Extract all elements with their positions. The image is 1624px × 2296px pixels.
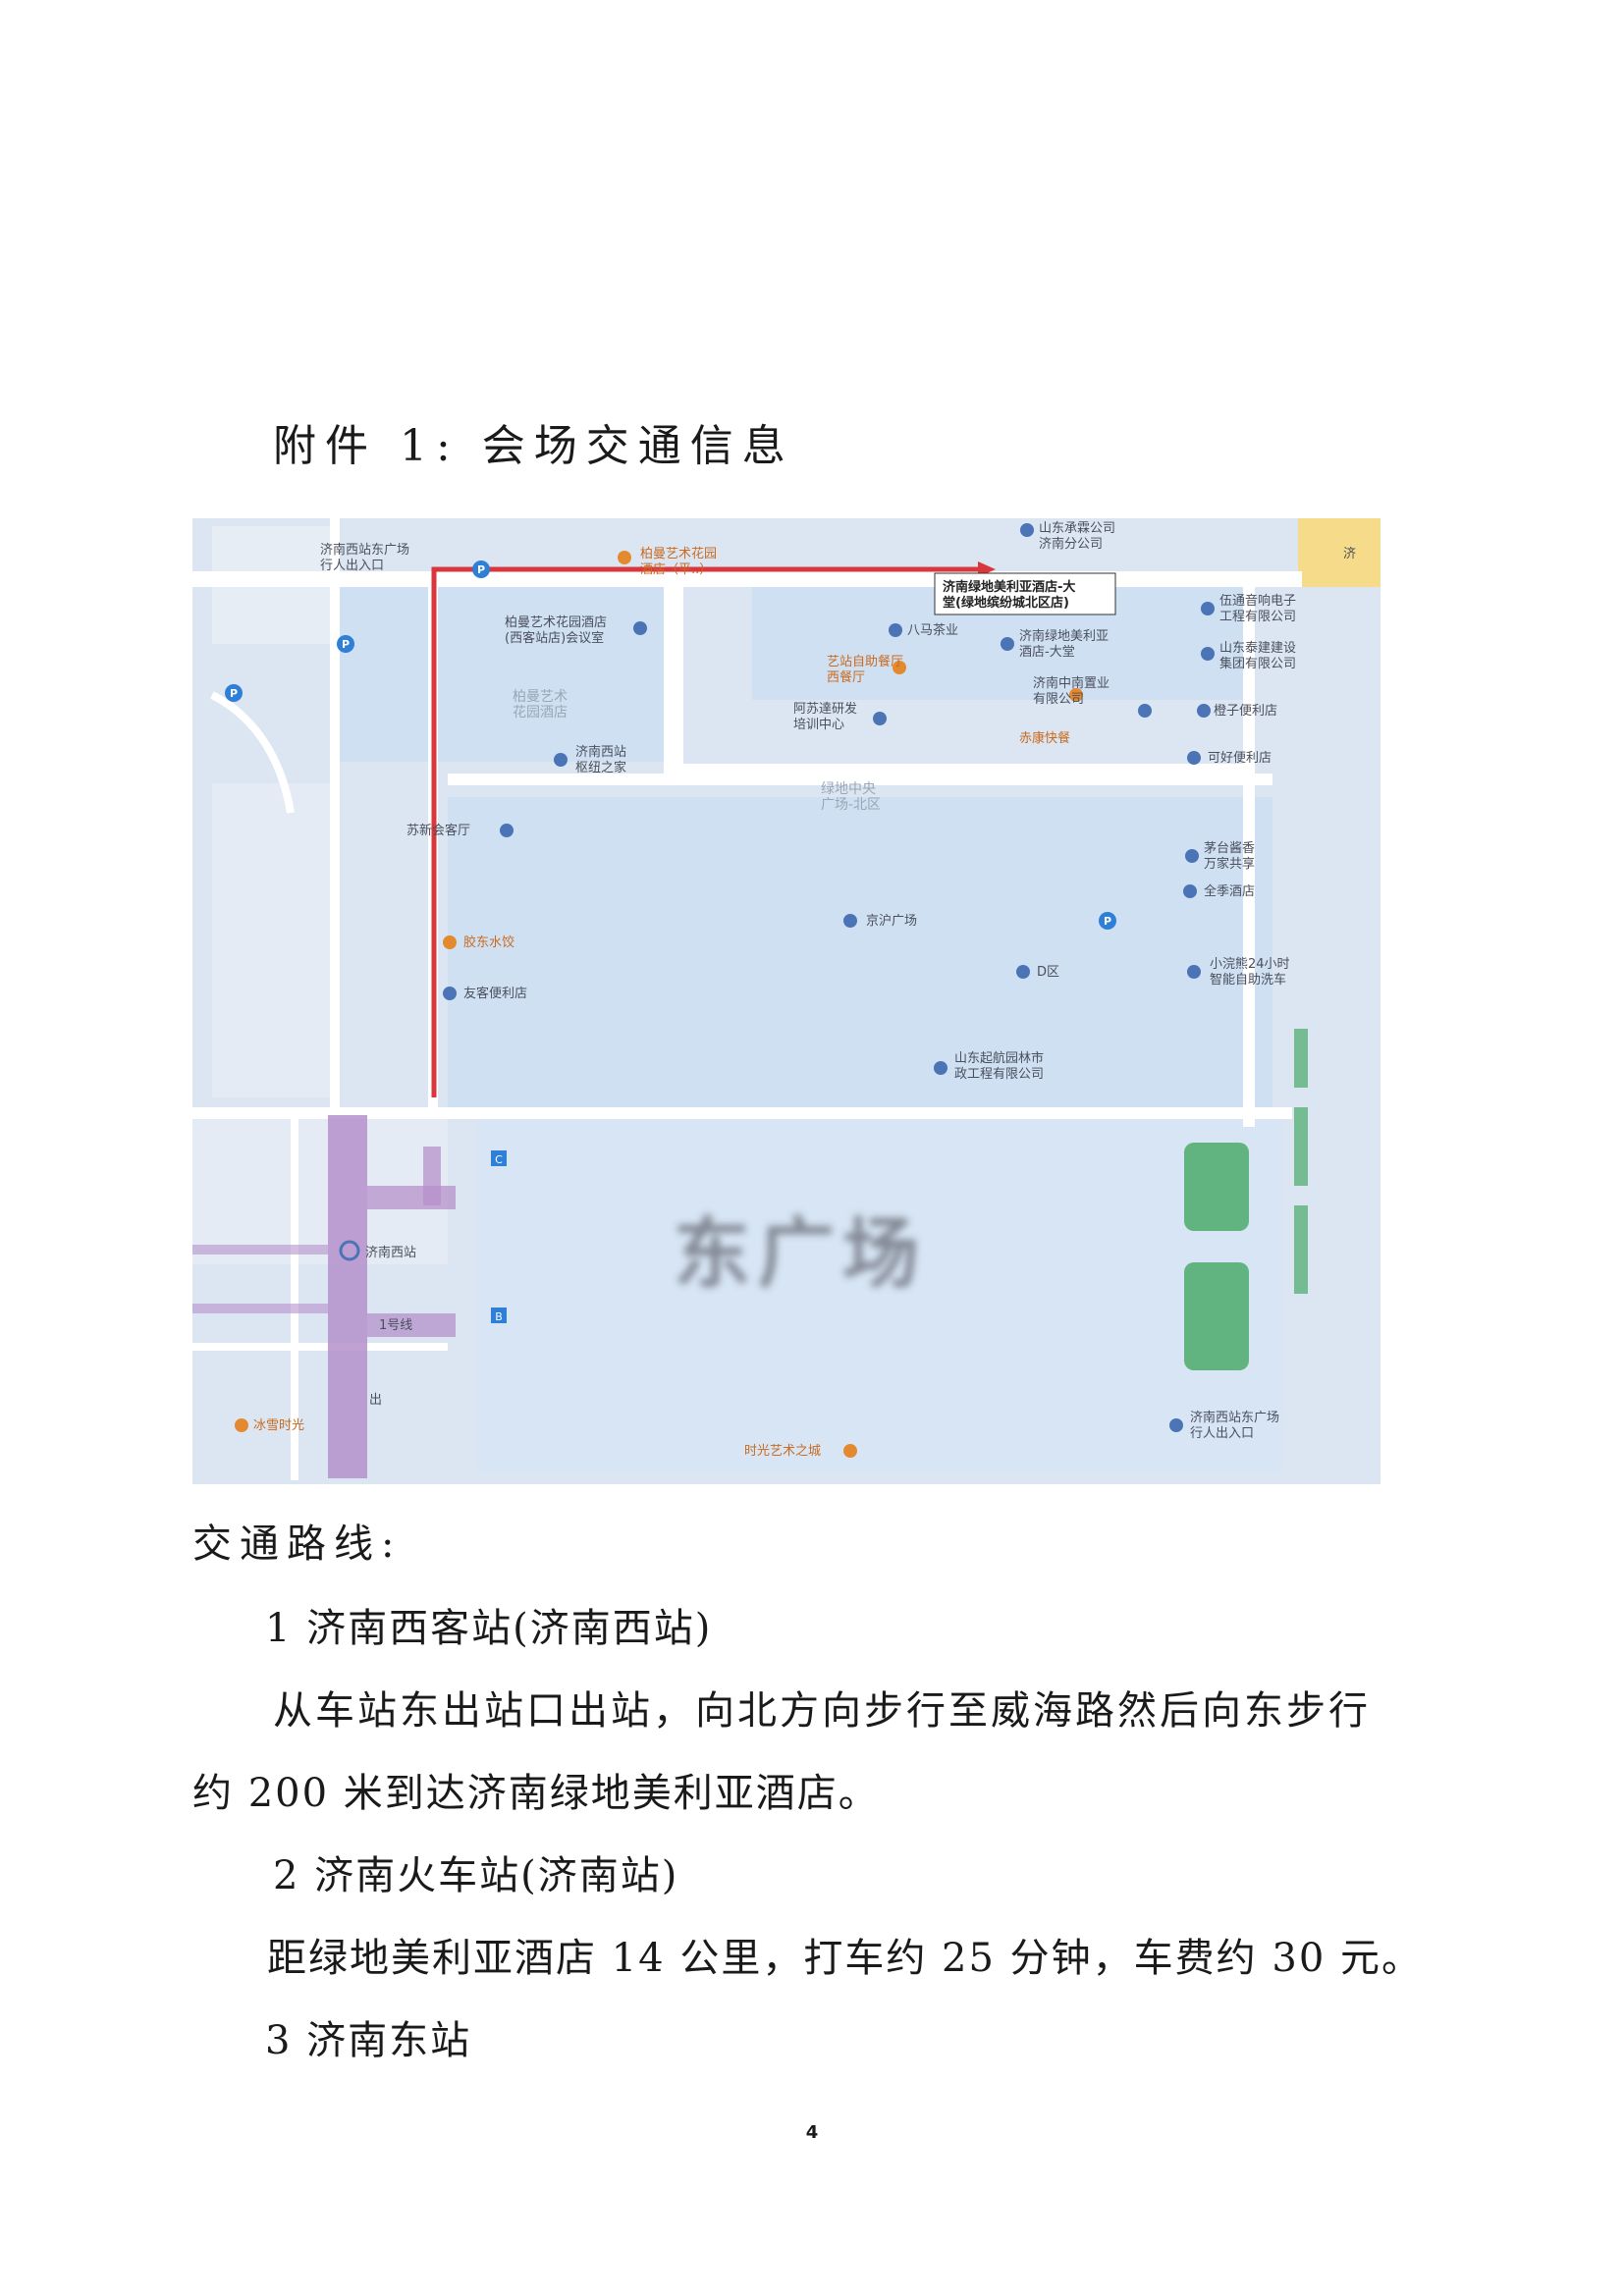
railway-station-icon: [339, 1240, 360, 1261]
label-chikang: 赤康快餐: [1019, 730, 1070, 746]
svg-text:P: P: [1104, 915, 1111, 928]
restaurant-pin-icon: [235, 551, 1083, 1458]
route-1-title: 1 济南西客站(济南西站): [265, 1606, 713, 1651]
highway-corner: [1298, 518, 1380, 587]
svg-text:P: P: [477, 563, 485, 576]
svg-text:P: P: [342, 638, 350, 651]
label-greenland-lobby: 济南绿地美利亚酒店-大堂: [1019, 628, 1109, 660]
route-section-title: 交通路线:: [192, 1522, 403, 1567]
label-jinghu: 京沪广场: [866, 913, 917, 929]
map-canvas: P P P P C B 济南西站东广场行人出入口 柏曼艺术花园酒店（平..） 山东承霖…: [192, 518, 1380, 1484]
label-shandong-chengxiang: 山东承霖公司济南分公司: [1039, 521, 1115, 552]
label-east-square: 东广场: [674, 1210, 927, 1299]
route-2-desc: 距绿地美利亚酒店 14 公里，打车约 25 分钟，车费约 30 元。: [267, 1936, 1423, 1981]
east-square-block: [477, 1119, 1282, 1472]
label-bama-tea: 八马茶业: [907, 622, 958, 638]
poi-pin-icon: [443, 523, 1215, 1432]
parking-icon: [225, 561, 1116, 930]
route-3-title: 3 济南东站: [265, 2018, 472, 2063]
label-juhe: 伍通音响电子工程有限公司: [1219, 593, 1296, 624]
label-chengzi: 橙子便利店: [1214, 704, 1277, 719]
label-quanji: 全季酒店: [1204, 883, 1255, 899]
walking-route: [431, 566, 978, 1097]
page-number: 4: [805, 2122, 819, 2143]
svg-text:B: B: [495, 1310, 503, 1323]
label-destination: 济南绿地美利亚酒店-大堂(绿地缤纷城北区店): [943, 579, 1075, 611]
venue-map: P P P P C B 济南西站东广场行人出入口 柏曼艺术花园酒店（平..） 山东承霖…: [192, 518, 1380, 1484]
route-2-title: 2 济南火车站(济南站): [273, 1853, 679, 1898]
route-1-desc-line1: 从车站东出站口出站，向北方向步行至威海路然后向东步行: [273, 1688, 1371, 1734]
label-zhongnan: 济南中南置业有限公司: [1033, 675, 1110, 707]
park-north: [1184, 1143, 1249, 1231]
label-jinan-west: 济南西站: [365, 1245, 416, 1260]
label-bailiman-road: 柏曼艺术花园酒店（平..）: [640, 546, 717, 577]
label-youke: 友客便利店: [463, 986, 527, 1001]
label-shandong-construction: 山东泰建建设集团有限公司: [1219, 641, 1296, 671]
svg-text:P: P: [230, 687, 238, 700]
entry-c-marker: [491, 1150, 507, 1166]
label-sujinhui: 苏新会客厅: [406, 823, 470, 838]
label-pedestrian-entrance-bottom: 济南西站东广场行人出入口: [1190, 1410, 1279, 1441]
label-shiguang: 时光艺术之城: [744, 1444, 821, 1459]
label-line1: 1号线: [379, 1318, 412, 1333]
label-carwash: 小浣熊24小时智能自助洗车: [1210, 956, 1290, 988]
park-south: [1184, 1262, 1249, 1370]
label-pedestrian-entrance-top: 济南西站东广场行人出入口: [320, 542, 409, 573]
bailiman-block: [340, 587, 664, 762]
label-asuda: 阿苏達研发培训中心: [793, 701, 857, 732]
label-west-hub: 济南西站枢纽之家: [575, 744, 626, 775]
label-bailiman-conference: 柏曼艺术花园酒店(西客站店)会议室: [505, 614, 607, 646]
label-kehao: 可好便利店: [1208, 751, 1272, 766]
label-bingxue: 冰雪时光: [253, 1418, 304, 1433]
label-bailiman-hotel: 柏曼艺术花园酒店: [513, 689, 568, 721]
destination-box: [934, 572, 1116, 615]
route-1-desc-line2: 约 200 米到达济南绿地美利亚酒店。: [192, 1771, 880, 1816]
label-qihang: 山东起航园林市政工程有限公司: [954, 1050, 1044, 1082]
entry-b-marker: [491, 1308, 507, 1323]
metro-station-area: [328, 1115, 367, 1478]
label-jiaodong: 胶东水饺: [463, 934, 514, 950]
label-yizhan-restaurant: 艺站自助餐厅西餐厅: [827, 654, 903, 685]
label-exit: 出: [369, 1393, 382, 1408]
svg-text:C: C: [495, 1153, 503, 1166]
label-corner: 济: [1343, 547, 1356, 561]
label-green-central: 绿地中央广场-北区: [821, 781, 881, 813]
central-plaza-block: [448, 797, 1272, 1111]
label-d-zone: D区: [1037, 965, 1059, 980]
page-heading: 附件 1: 会场交通信息: [273, 421, 794, 471]
label-moutai: 茅台酱香万家共享: [1204, 841, 1255, 872]
